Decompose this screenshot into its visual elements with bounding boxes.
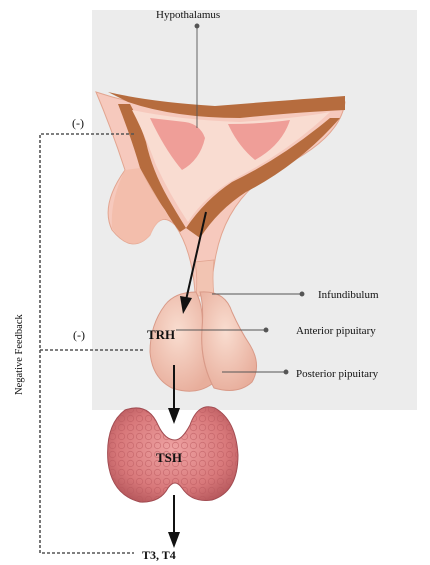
hypothalamus-label: Hypothalamus bbox=[156, 9, 220, 21]
trh-label: TRH bbox=[147, 327, 175, 342]
posterior-pituitary-label: Posterior pipuitary bbox=[296, 368, 379, 380]
tsh-label: TSH bbox=[156, 450, 182, 465]
anterior-pituitary-label: Anterior pipuitary bbox=[296, 325, 376, 337]
inhibit-top-label: (-) bbox=[72, 116, 84, 130]
inhibit-mid-label: (-) bbox=[73, 328, 85, 342]
infundibulum-label: Infundibulum bbox=[318, 289, 379, 301]
negative-feedback-label: Negative Feedback bbox=[14, 313, 25, 395]
t3-t4-label: T3, T4 bbox=[142, 548, 176, 562]
infundibulum-stalk bbox=[195, 260, 214, 296]
